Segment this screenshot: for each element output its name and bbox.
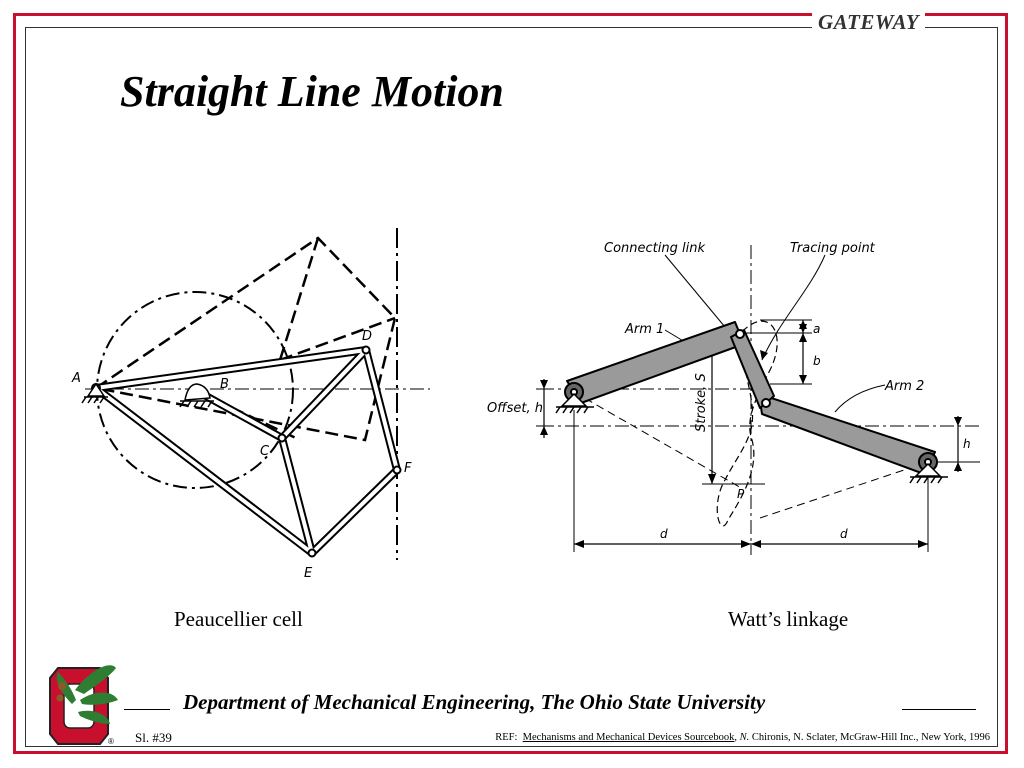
registered-mark: ® — [108, 737, 114, 746]
label-p: P — [737, 487, 745, 501]
point-label-c: C — [260, 444, 270, 459]
ref-separator: , — [734, 732, 737, 743]
slide-frame-outer — [13, 13, 1008, 754]
caption-peaucellier: Peaucellier cell — [174, 607, 303, 631]
label-tracing-point: Tracing point — [790, 241, 876, 256]
point-label-b: B — [220, 377, 229, 392]
label-b: b — [813, 354, 821, 368]
peaucellier-cell-diagram: A B C D E F — [71, 228, 430, 581]
ref-authors: Chironis, N. Sclater, McGraw-Hill Inc., … — [751, 732, 990, 743]
slide-number: Sl. #39 — [135, 730, 172, 745]
label-stroke: Stroke, S — [694, 373, 709, 432]
ref-book-title: Mechanisms and Mechanical Devices Source… — [522, 732, 735, 743]
point-label-e: E — [304, 566, 313, 581]
label-connecting-link: Connecting link — [604, 241, 705, 256]
label-arm-2: Arm 2 — [884, 379, 924, 394]
label-d-right: d — [840, 527, 848, 541]
point-label-a: A — [71, 371, 81, 386]
point-label-d: D — [362, 329, 372, 344]
label-offset: Offset, h — [487, 401, 543, 416]
slide-title: Straight Line Motion — [120, 67, 504, 116]
ref-prefix: REF: — [495, 732, 518, 743]
reference-line: REF: Mechanisms and Mechanical Devices S… — [495, 732, 990, 743]
connecting-link — [730, 329, 775, 409]
gateway-brand: GATEWAY — [812, 8, 926, 36]
dept-rule-left — [124, 709, 170, 710]
ohio-state-logo: ® — [49, 665, 118, 746]
label-d-left: d — [660, 527, 668, 541]
peaucellier-dashed-linkage — [95, 236, 397, 442]
label-a: a — [813, 322, 820, 336]
department-name: Department of Mechanical Engineering, Th… — [183, 690, 766, 714]
dept-rule-right — [902, 709, 976, 710]
ref-initial: N. — [739, 732, 750, 743]
caption-watts: Watt’s linkage — [728, 607, 849, 631]
watts-linkage-diagram: Connecting link Tracing point Arm 1 Arm … — [487, 241, 980, 555]
arm-2 — [758, 393, 936, 475]
label-h: h — [963, 437, 971, 451]
point-label-f: F — [404, 461, 412, 476]
label-arm-1: Arm 1 — [624, 322, 664, 337]
slide-frame-inner — [25, 27, 998, 747]
